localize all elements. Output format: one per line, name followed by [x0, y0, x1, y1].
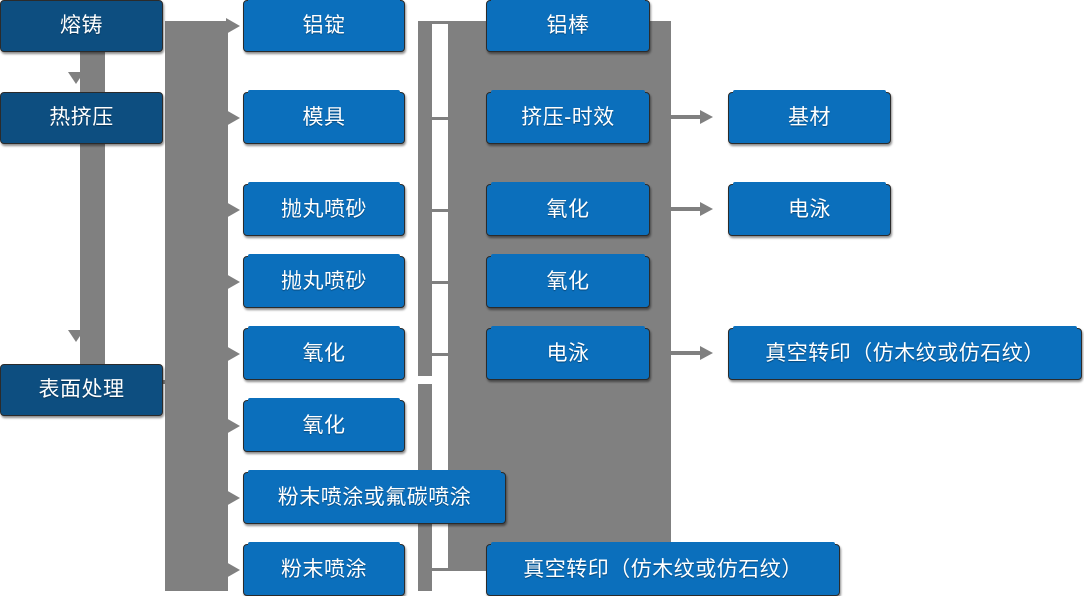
input-arrow-7	[226, 490, 240, 506]
output-stem-2	[671, 207, 701, 211]
output-stem-1	[671, 115, 701, 119]
process-box-oxidation-2[interactable]: 氧化	[486, 254, 650, 308]
box-highlight	[248, 542, 400, 546]
input-box-aluminium-ingot[interactable]: 铝锭	[243, 0, 405, 52]
box-highlight	[248, 90, 400, 94]
distribution-bar-notch-upper	[103, 21, 165, 380]
output-box-vacuum-transfer[interactable]: 真空转印（仿木纹或仿石纹）	[728, 326, 1082, 380]
box-highlight	[491, 0, 645, 2]
box-highlight	[491, 542, 835, 546]
box-highlight	[733, 90, 886, 94]
input-box-shot-blasting-1[interactable]: 抛丸喷砂	[243, 182, 405, 236]
box-highlight	[248, 182, 400, 186]
input-label: 抛丸喷砂	[281, 270, 367, 294]
input-box-oxidation-2[interactable]: 氧化	[243, 398, 405, 452]
box-highlight	[491, 182, 645, 186]
input-label: 粉末喷涂或氟碳喷涂	[277, 486, 472, 510]
input-box-die[interactable]: 模具	[243, 90, 405, 144]
distribution-bar-stem-lower	[165, 21, 228, 591]
output-box-electrophoresis[interactable]: 电泳	[728, 182, 891, 236]
process-label: 真空转印（仿木纹或仿石纹）	[523, 558, 803, 582]
process-label: 铝棒	[546, 14, 590, 38]
stage-box-hot-extrusion[interactable]: 热挤压	[0, 92, 163, 144]
output-arrow-2	[700, 202, 713, 216]
distribution-bar-stem-upper	[80, 21, 105, 380]
process-box-oxidation-1[interactable]: 氧化	[486, 182, 650, 236]
box-highlight	[491, 326, 645, 330]
bridge-rung-3	[430, 209, 450, 212]
box-highlight	[248, 398, 400, 402]
stage-label: 表面处理	[38, 378, 125, 402]
process-label: 氧化	[546, 270, 590, 294]
stage-elbow-2	[68, 330, 84, 342]
input-arrow-3	[226, 202, 240, 218]
bridge-rail-left	[418, 21, 432, 376]
box-highlight	[248, 326, 400, 330]
bridge-rung-1	[430, 21, 450, 24]
distribution-bar-notch-lower	[103, 384, 165, 591]
input-arrow-1	[226, 18, 240, 34]
bridge-rung-6	[430, 568, 450, 571]
bridge-rung-5	[430, 353, 450, 356]
stage-elbow-1	[68, 72, 84, 84]
box-highlight	[733, 326, 1077, 330]
stage-box-surface-treatment[interactable]: 表面处理	[0, 364, 163, 416]
input-arrow-2	[226, 110, 240, 126]
box-highlight	[248, 470, 501, 474]
process-box-electrophoresis[interactable]: 电泳	[486, 326, 650, 380]
output-arrow-1	[700, 110, 713, 124]
process-label: 电泳	[546, 342, 590, 366]
process-box-extrusion-aging[interactable]: 挤压-时效	[486, 90, 650, 144]
input-box-powder-or-pvdf[interactable]: 粉末喷涂或氟碳喷涂	[243, 470, 506, 524]
input-label: 氧化	[302, 414, 346, 438]
input-label: 抛丸喷砂	[281, 198, 367, 222]
stage-label: 热挤压	[49, 106, 114, 130]
output-stem-3	[671, 351, 701, 355]
input-label: 模具	[302, 106, 346, 130]
process-box-aluminium-bar[interactable]: 铝棒	[486, 0, 650, 52]
input-arrow-4	[226, 274, 240, 290]
bridge-rung-2	[430, 117, 450, 120]
input-label: 粉末喷涂	[281, 558, 367, 582]
box-highlight	[248, 0, 400, 2]
output-label: 真空转印（仿木纹或仿石纹）	[765, 342, 1045, 366]
input-box-powder-coating[interactable]: 粉末喷涂	[243, 542, 405, 596]
input-box-shot-blasting-2[interactable]: 抛丸喷砂	[243, 254, 405, 308]
output-arrow-3	[700, 346, 713, 360]
stage-label: 熔铸	[60, 14, 103, 38]
input-arrow-6	[226, 418, 240, 434]
output-label: 电泳	[788, 198, 831, 222]
output-box-base-material[interactable]: 基材	[728, 90, 891, 144]
box-highlight	[248, 254, 400, 258]
output-label: 基材	[788, 106, 831, 130]
box-highlight	[733, 182, 886, 186]
input-arrow-5	[226, 346, 240, 362]
bridge-rung-4	[430, 281, 450, 284]
stage-box-melt-cast[interactable]: 熔铸	[0, 0, 163, 52]
input-box-oxidation-1[interactable]: 氧化	[243, 326, 405, 380]
process-label: 氧化	[546, 198, 590, 222]
box-highlight	[491, 254, 645, 258]
input-label: 氧化	[302, 342, 346, 366]
input-label: 铝锭	[302, 14, 346, 38]
box-highlight	[491, 90, 645, 94]
process-label: 挤压-时效	[521, 106, 615, 130]
process-box-vacuum-transfer[interactable]: 真空转印（仿木纹或仿石纹）	[486, 542, 840, 596]
input-arrow-8	[226, 562, 240, 578]
